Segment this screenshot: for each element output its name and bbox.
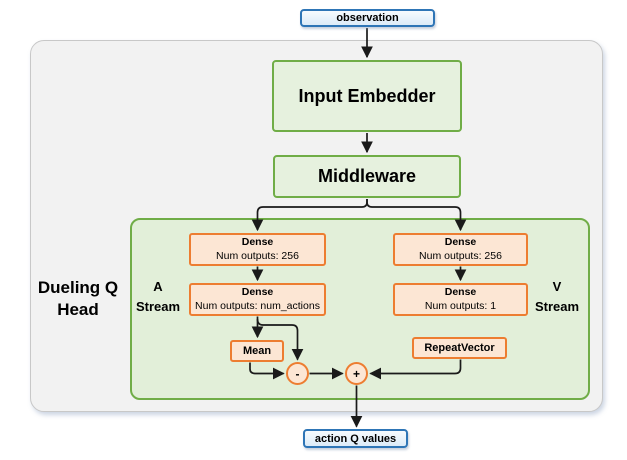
mean-node: Mean bbox=[230, 340, 284, 362]
v-stream-label-line2: Stream bbox=[534, 299, 580, 315]
plus-operator: + bbox=[345, 362, 368, 385]
middleware-label: Middleware bbox=[317, 166, 417, 186]
plus-operator-label: + bbox=[352, 366, 360, 381]
a-stream-dense-1-node: Dense Num outputs: 256 bbox=[189, 233, 326, 266]
action-q-values-node: action Q values bbox=[303, 429, 408, 448]
a-stream-dense-1-subtitle: Num outputs: 256 bbox=[216, 249, 299, 262]
repeat-vector-node: RepeatVector bbox=[412, 337, 507, 359]
dueling-q-head-label: Dueling Q Head bbox=[28, 277, 128, 321]
v-stream-dense-2-title: Dense bbox=[444, 285, 477, 298]
middleware-node: Middleware bbox=[273, 155, 461, 198]
v-stream-dense-2-subtitle: Num outputs: 1 bbox=[424, 299, 497, 312]
a-stream-label: A Stream bbox=[133, 277, 183, 317]
a-stream-label-line2: Stream bbox=[135, 299, 181, 315]
mean-label: Mean bbox=[242, 344, 272, 357]
repeat-vector-label: RepeatVector bbox=[424, 341, 495, 354]
a-stream-dense-1-title: Dense bbox=[241, 235, 274, 248]
v-stream-dense-1-node: Dense Num outputs: 256 bbox=[393, 233, 528, 266]
observation-node: observation bbox=[300, 9, 435, 27]
dueling-q-head-label-line2: Head bbox=[57, 300, 99, 320]
minus-operator: - bbox=[286, 362, 309, 385]
dueling-q-head-label-line1: Dueling Q bbox=[37, 278, 119, 297]
minus-operator-label: - bbox=[295, 366, 300, 381]
a-stream-dense-2-node: Dense Num outputs: num_actions bbox=[189, 283, 326, 316]
v-stream-dense-2-node: Dense Num outputs: 1 bbox=[393, 283, 528, 316]
action-q-values-label: action Q values bbox=[314, 432, 397, 445]
v-stream-dense-1-subtitle: Num outputs: 256 bbox=[419, 249, 502, 262]
input-embedder-label: Input Embedder bbox=[298, 85, 436, 106]
v-stream-label-line1: V bbox=[552, 279, 562, 294]
a-stream-label-line1: A bbox=[153, 279, 163, 294]
v-stream-dense-1-title: Dense bbox=[444, 235, 477, 248]
v-stream-label: V Stream bbox=[532, 277, 582, 317]
a-stream-dense-2-title: Dense bbox=[241, 285, 274, 298]
a-stream-dense-2-subtitle: Num outputs: num_actions bbox=[195, 299, 320, 312]
input-embedder-node: Input Embedder bbox=[272, 60, 462, 132]
observation-label: observation bbox=[336, 12, 399, 24]
